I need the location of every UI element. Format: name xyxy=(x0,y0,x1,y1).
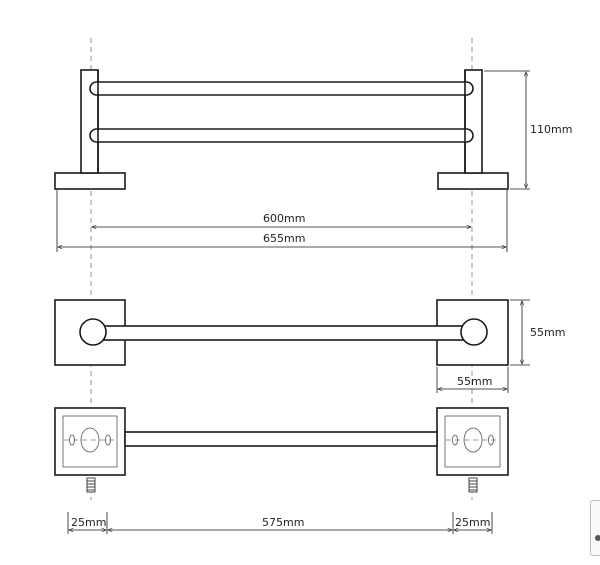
lower-rail xyxy=(89,128,474,143)
bar-mount xyxy=(124,431,438,447)
width-655-label: 655mm xyxy=(263,232,305,245)
front-elevation: 110mm 600mm 655mm xyxy=(54,69,572,252)
depth-label: 55mm xyxy=(530,326,565,339)
right-screw xyxy=(468,477,478,493)
span-label: 575mm xyxy=(262,516,304,529)
mounting-view: 25mm 575mm 25mm xyxy=(54,407,509,534)
left-knob xyxy=(79,318,107,346)
height-label: 110mm xyxy=(530,123,572,136)
base-label: 55mm xyxy=(457,375,492,388)
top-view: 55mm 55mm xyxy=(54,299,565,393)
offset-left-label: 25mm xyxy=(71,516,106,529)
left-center-hole xyxy=(80,427,100,453)
width-600-label: 600mm xyxy=(263,212,305,225)
right-knob xyxy=(460,318,488,346)
upper-rail xyxy=(89,81,474,96)
widget-dot-icon xyxy=(595,535,600,541)
left-screw xyxy=(86,477,96,493)
offset-right-label: 25mm xyxy=(455,516,490,529)
bar-top xyxy=(99,325,467,341)
corner-widget-icon[interactable] xyxy=(590,500,600,556)
left-base xyxy=(54,172,126,190)
right-base xyxy=(437,172,509,190)
